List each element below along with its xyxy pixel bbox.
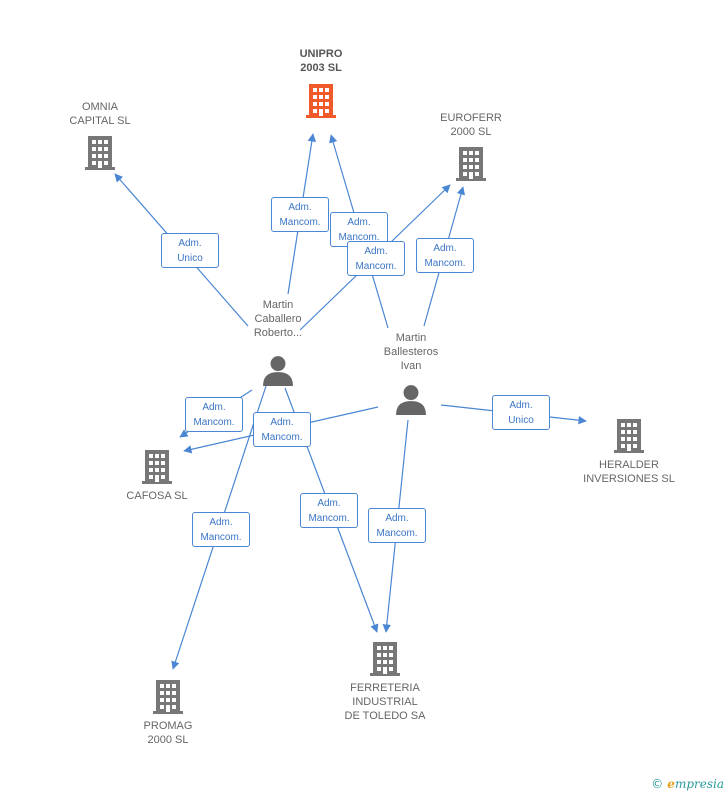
omnia-building-icon[interactable] xyxy=(85,136,115,170)
node-label-line: INVERSIONES SL xyxy=(583,473,675,485)
edge-label-caballero-euroferr[interactable]: Adm. Mancom. xyxy=(347,241,405,276)
edge-label-caballero-cafosa[interactable]: Adm. Mancom. xyxy=(185,397,243,432)
node-label-line: Roberto... xyxy=(253,327,303,339)
node-label-line: Caballero xyxy=(254,313,302,325)
node-label-line: Martin xyxy=(395,332,427,344)
node-label-heralder[interactable]: HERALDER INVERSIONES SL xyxy=(583,458,675,486)
node-label-line: Ballesteros xyxy=(383,346,439,358)
edge-label-ballesteros-euroferr[interactable]: Adm. Mancom. xyxy=(416,238,474,273)
heralder-building-icon[interactable] xyxy=(614,419,644,453)
node-label-ferreteria[interactable]: FERRETERIA INDUSTRIAL DE TOLEDO SA xyxy=(345,681,426,723)
edge-label-ballesteros-heralder[interactable]: Adm. Unico xyxy=(492,395,550,430)
edge-label-line: Mancom. xyxy=(279,217,321,228)
edge-label-caballero-promag[interactable]: Adm. Mancom. xyxy=(192,512,250,547)
node-label-cafosa[interactable]: CAFOSA SL xyxy=(126,489,187,503)
edge-label-line: Mancom. xyxy=(308,513,350,524)
edge-label-line: Mancom. xyxy=(200,532,242,543)
node-label-line: 2003 SL xyxy=(300,62,342,74)
node-label-line: FERRETERIA xyxy=(350,682,420,694)
node-label-line: OMNIA xyxy=(81,101,119,113)
cafosa-building-icon[interactable] xyxy=(142,450,172,484)
edge-label-line: Mancom. xyxy=(261,432,303,443)
edge-label-line: Adm. xyxy=(364,246,388,257)
node-label-omnia[interactable]: OMNIA CAPITAL SL xyxy=(69,100,130,128)
edge-label-line: Unico xyxy=(508,415,534,426)
edge-label-line: Adm. xyxy=(385,513,409,524)
edge-label-line: Adm. xyxy=(347,217,371,228)
node-label-line: HERALDER xyxy=(599,459,659,471)
node-label-line: PROMAG xyxy=(143,720,193,732)
node-label-line: 2000 SL xyxy=(450,126,492,138)
node-label-line: EUROFERR xyxy=(440,112,502,124)
brand-footer: ©empresia xyxy=(651,777,724,791)
edge-label-line: Adm. xyxy=(317,498,341,509)
euroferr-building-icon[interactable] xyxy=(456,147,486,181)
node-label-line: CAFOSA SL xyxy=(126,490,188,502)
edge-label-line: Mancom. xyxy=(424,258,466,269)
edge-label-line: Adm. xyxy=(202,402,226,413)
ballesteros-person-icon[interactable] xyxy=(396,385,426,415)
edge-label-line: Adm. xyxy=(433,243,457,254)
edge-label-line: Adm. xyxy=(509,400,533,411)
edge-label-line: Adm. xyxy=(288,202,312,213)
edge-label-line: Adm. xyxy=(270,417,294,428)
node-label-line: UNIPRO xyxy=(299,48,343,60)
edge-label-ballesteros-ferreteria[interactable]: Adm. Mancom. xyxy=(368,508,426,543)
caballero-person-icon[interactable] xyxy=(263,356,293,386)
edge-label-line: Mancom. xyxy=(193,417,235,428)
edge-label-ballesteros-cafosa[interactable]: Adm. Mancom. xyxy=(253,412,311,447)
node-label-line: CAPITAL SL xyxy=(69,115,131,127)
edge-label-line: Mancom. xyxy=(376,528,418,539)
node-label-line: Ivan xyxy=(400,360,422,372)
node-label-line: 2000 SL xyxy=(147,734,189,746)
node-label-promag[interactable]: PROMAG 2000 SL xyxy=(144,719,193,747)
edge-label-line: Unico xyxy=(177,253,203,264)
edge-label-line: Adm. xyxy=(209,517,233,528)
node-label-euroferr[interactable]: EUROFERR 2000 SL xyxy=(440,111,502,139)
node-label-line: Martin xyxy=(262,299,294,311)
edge-label-caballero-unipro[interactable]: Adm. Mancom. xyxy=(271,197,329,232)
ferreteria-building-icon[interactable] xyxy=(370,642,400,676)
node-label-line: DE TOLEDO SA xyxy=(344,710,426,722)
edge-label-line: Mancom. xyxy=(355,261,397,272)
edge-label-line: Mancom. xyxy=(338,232,380,243)
brand-logo-initial: e xyxy=(667,777,675,791)
promag-building-icon[interactable] xyxy=(153,680,183,714)
unipro-building-icon[interactable] xyxy=(306,84,336,118)
copyright-symbol: © xyxy=(651,777,664,791)
edge-label-line: Adm. xyxy=(178,238,202,249)
edge-label-caballero-omnia[interactable]: Adm. Unico xyxy=(161,233,219,268)
edge-label-caballero-ferreteria[interactable]: Adm. Mancom. xyxy=(300,493,358,528)
node-label-line: INDUSTRIAL xyxy=(352,696,418,708)
brand-name: mpresia xyxy=(674,777,724,791)
node-label-unipro[interactable]: UNIPRO 2003 SL xyxy=(300,47,343,75)
